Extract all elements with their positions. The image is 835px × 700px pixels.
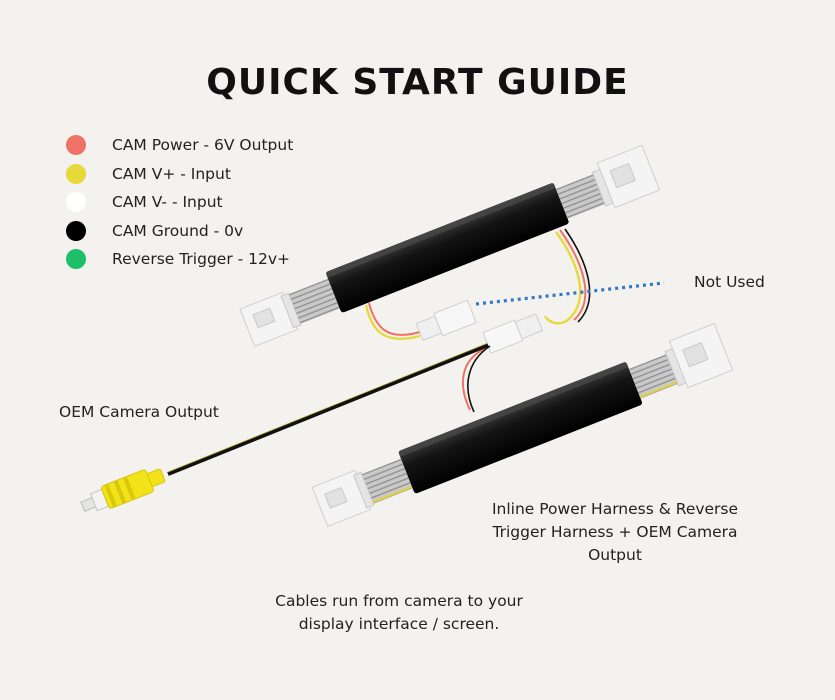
page-title: QUICK START GUIDE bbox=[206, 62, 629, 103]
cables-note-line-2: display interface / screen. bbox=[298, 615, 500, 633]
upper-red-wire bbox=[368, 302, 421, 336]
upper-right-wire-bundle bbox=[555, 174, 605, 219]
inline-harness-label-line-2: Trigger Harness + OEM Camera bbox=[492, 523, 738, 541]
upper-yellow-wire bbox=[364, 304, 421, 341]
inline-connector-lower bbox=[482, 313, 544, 354]
legend-item-cam-ground: CAM Ground - 0v bbox=[66, 217, 293, 246]
right-black-wire bbox=[564, 228, 591, 323]
not-used-label: Not Used bbox=[694, 273, 765, 291]
legend-swatch bbox=[66, 163, 86, 184]
legend-label: CAM V+ - Input bbox=[112, 164, 231, 183]
legend-item-cam-power: CAM Power - 6V Output bbox=[66, 131, 293, 160]
legend-label: Reverse Trigger - 12v+ bbox=[112, 250, 291, 269]
upper-harness-body bbox=[326, 183, 569, 313]
upper-left-connector bbox=[239, 291, 302, 347]
legend-swatch bbox=[66, 220, 86, 241]
legend-item-cam-v-minus: CAM V- - Input bbox=[66, 188, 293, 217]
lower-left-connector bbox=[311, 469, 375, 527]
upper-harness bbox=[239, 144, 661, 347]
legend-item-reverse-trigger: Reverse Trigger - 12v+ bbox=[66, 245, 293, 274]
legend-swatch bbox=[66, 249, 86, 270]
lower-right-connector bbox=[664, 322, 734, 389]
rca-plug bbox=[80, 468, 166, 512]
legend-label: CAM Ground - 0v bbox=[112, 221, 244, 240]
wire-color-legend: CAM Power - 6V Output CAM V+ - Input CAM… bbox=[66, 131, 293, 274]
oem-camera-output-label: OEM Camera Output bbox=[59, 403, 219, 421]
right-yellow-wire bbox=[543, 231, 582, 325]
right-red-wire bbox=[559, 229, 587, 321]
inline-harness-label-line-3: Output bbox=[588, 546, 642, 564]
inline-harness-label-line-1: Inline Power Harness & Reverse bbox=[491, 500, 739, 518]
inline-harness-label: Inline Power Harness & Reverse Trigger H… bbox=[480, 498, 750, 567]
legend-label: CAM V- - Input bbox=[112, 193, 223, 212]
lower-harness bbox=[311, 322, 734, 527]
legend-swatch bbox=[66, 135, 86, 156]
legend-swatch bbox=[66, 192, 86, 213]
oem-camera-cable bbox=[167, 343, 489, 476]
lower-harness-body bbox=[398, 362, 642, 494]
cables-note: Cables run from camera to your display i… bbox=[262, 590, 536, 636]
legend-item-cam-v-plus: CAM V+ - Input bbox=[66, 160, 293, 189]
not-used-indicator-line bbox=[475, 281, 665, 306]
cables-note-line-1: Cables run from camera to your bbox=[275, 592, 523, 610]
lower-red-wire bbox=[461, 347, 487, 411]
upper-right-connector bbox=[591, 144, 661, 209]
lower-left-wire-bundle bbox=[361, 458, 413, 504]
inline-connector-upper bbox=[415, 299, 477, 341]
upper-left-wire-bundle bbox=[288, 278, 340, 324]
lower-black-wire bbox=[467, 345, 491, 413]
legend-label: CAM Power - 6V Output bbox=[112, 136, 294, 155]
